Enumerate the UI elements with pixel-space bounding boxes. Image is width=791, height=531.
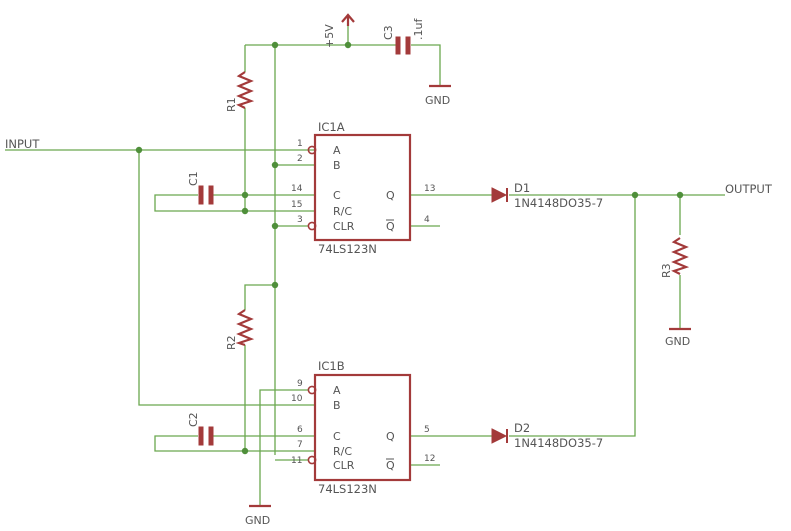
ic1a-pin-number: 13	[424, 184, 435, 194]
ic1b-pin-number: 11	[291, 456, 302, 466]
ic1b-pin-a: A	[333, 384, 341, 397]
input-to-ic1b-wire	[138, 150, 315, 406]
vcc-arrow-icon	[341, 13, 355, 26]
resistor-r3	[671, 237, 690, 275]
vcc-label: +5V	[323, 24, 336, 48]
ic1b-pin-number: 7	[297, 440, 303, 450]
r1-label: R1	[225, 97, 238, 112]
ic1b-pin-number: 12	[424, 454, 435, 464]
junctions	[135, 41, 684, 455]
ic1b-pin-rc: R/C	[333, 445, 352, 458]
ic1a-pin-a: A	[333, 144, 341, 157]
d2-label: D2	[514, 421, 530, 435]
ic1b-pin-number: 5	[424, 425, 430, 435]
ic1a-rc-wire	[154, 194, 315, 212]
ic1a-pin-number: 4	[424, 215, 430, 225]
resistor-r2	[235, 309, 255, 347]
junction-dot	[676, 191, 684, 199]
r2-label: R2	[225, 335, 238, 350]
r3-label: R3	[660, 263, 673, 278]
ic1b-pin-b: B	[333, 399, 341, 412]
ic1b-pin-q: Q	[386, 430, 395, 443]
c1-label: C1	[187, 171, 200, 186]
ic1a-pin-number: 14	[291, 184, 303, 194]
d1-label: D1	[514, 181, 530, 195]
gnd-r3-label: GND	[665, 335, 690, 348]
input-label: INPUT	[5, 137, 40, 151]
resistor-r1	[236, 71, 255, 109]
wires	[5, 26, 725, 505]
junction-dot	[271, 281, 279, 289]
junction-dot	[241, 191, 249, 199]
diode-d2-icon	[491, 428, 508, 444]
d2-value: 1N4148DO35-7	[514, 436, 603, 450]
ic1a-pin-number: 1	[297, 139, 303, 149]
ic1b-name: IC1B	[318, 359, 345, 373]
c3-label: C3	[382, 25, 395, 40]
c2-label: C2	[187, 412, 200, 427]
gnd-c3-label: GND	[425, 94, 450, 107]
c3-value: .1uf	[412, 18, 425, 40]
gnd-bottom-label: GND	[245, 514, 270, 527]
c3-gnd-wire	[411, 44, 441, 85]
junction-dot	[271, 161, 279, 169]
junction-dot	[241, 447, 249, 455]
ic1b-pin-qbar: Q	[386, 459, 395, 472]
capacitor-c1	[198, 185, 214, 205]
junction-dot	[631, 191, 639, 199]
ic1a-pin-rc: R/C	[333, 205, 352, 218]
junction-dot	[271, 222, 279, 230]
d2-output-wire	[509, 195, 636, 437]
diode-d1-icon	[491, 187, 508, 203]
junction-dot	[241, 207, 249, 215]
ic1a-part: 74LS123N	[318, 242, 377, 256]
ic1b-a-gnd-wire	[259, 389, 308, 505]
ic1b-pin-number: 10	[291, 394, 303, 404]
ic1b-part: 74LS123N	[318, 482, 377, 496]
r2-top-wire	[244, 284, 275, 310]
d1-value: 1N4148DO35-7	[514, 196, 603, 210]
ic1a-pin-number: 2	[297, 154, 303, 164]
junction-dot	[271, 41, 279, 49]
ic1b-rc-wire	[154, 435, 245, 452]
ic1a-name: IC1A	[318, 120, 345, 134]
r2-bottom-wire	[244, 345, 315, 452]
ic1b-pin-c: C	[333, 430, 341, 443]
capacitor-c3	[395, 36, 411, 55]
ic1a-pin-c: C	[333, 189, 341, 202]
ic1a-pin-b: B	[333, 159, 341, 172]
ic1b-pin-clr: CLR	[333, 459, 355, 472]
ic1a-pin-number: 15	[291, 200, 302, 210]
ic1b-pin-number: 9	[297, 379, 303, 389]
ic1b-pin-number: 6	[297, 425, 303, 435]
output-label: OUTPUT	[725, 182, 773, 196]
ic1b-chip	[307, 373, 412, 482]
ic1a-pin-q: Q	[386, 189, 395, 202]
ic1a-chip	[307, 133, 412, 242]
ic1a-pin-number: 3	[297, 215, 303, 225]
ic1a-pin-qbar: Q	[386, 220, 395, 233]
ic1a-pin-clr: CLR	[333, 220, 355, 233]
junction-dot	[344, 41, 352, 49]
junction-dot	[135, 146, 143, 154]
capacitor-c2	[198, 426, 214, 446]
